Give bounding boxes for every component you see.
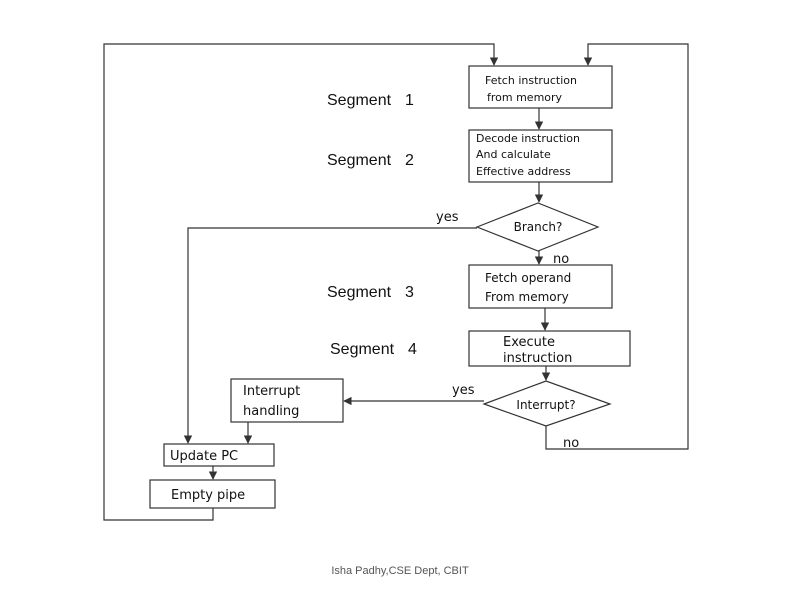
branch-decision — [475, 202, 600, 252]
arrow-interrupt-no-loop-to-fetch — [545, 43, 689, 450]
interrupt-decision — [482, 380, 612, 427]
fetch-operand-box — [468, 264, 613, 309]
update-pc-text: Update PC — [170, 449, 238, 464]
empty-pipe-box — [149, 479, 276, 509]
empty-pipe-text: Empty pipe — [171, 488, 245, 503]
execute-instruction-box — [468, 330, 631, 367]
execute-instruction-text: Execute instruction — [503, 335, 572, 366]
fetch-instruction-text: Fetch instruction from memory — [485, 74, 581, 104]
branch-yes-label: yes — [436, 210, 459, 225]
interrupt-handling-box — [230, 378, 344, 423]
decode-instruction-box — [468, 129, 613, 183]
branch-decision-text: Branch? — [514, 220, 563, 234]
interrupt-yes-label: yes — [452, 383, 475, 398]
branch-no-label: no — [553, 252, 569, 267]
fetch-instruction-box — [468, 65, 613, 109]
footer-credit: Isha Padhy,CSE Dept, CBIT — [331, 565, 469, 577]
fetch-operand-text: Fetch operand From memory — [485, 271, 575, 304]
decode-instruction-text: Decode instruction And calculate Effecti… — [476, 132, 583, 178]
arrow-empty-pipe-loop-to-fetch — [103, 43, 499, 521]
update-pc-box — [163, 443, 275, 467]
interrupt-handling-text: Interrupt handling — [243, 384, 304, 419]
interrupt-decision-text: Interrupt? — [516, 398, 575, 412]
arrow-branch-yes-to-update-pc — [183, 227, 477, 444]
interrupt-no-label: no — [563, 436, 579, 451]
